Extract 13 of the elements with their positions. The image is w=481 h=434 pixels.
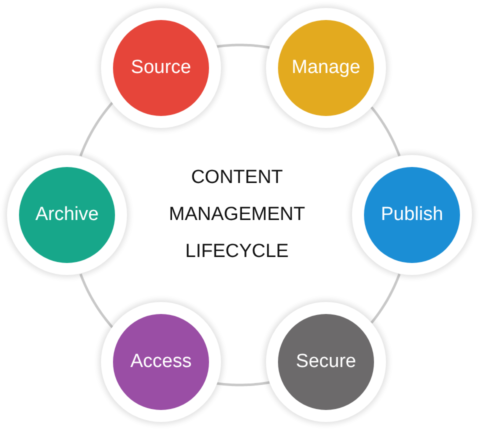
node-label: Publish: [380, 204, 444, 226]
node-label: Source: [130, 57, 192, 79]
node-label: Archive: [35, 204, 99, 226]
node-label: Access: [130, 351, 192, 373]
connector-arc: [370, 106, 401, 156]
connector-arc: [216, 381, 270, 386]
connector-arc: [79, 274, 114, 328]
connector-arc: [370, 274, 401, 324]
node-label: Manage: [292, 57, 360, 79]
node-label: Secure: [296, 351, 356, 373]
connector-arc: [79, 102, 114, 156]
diagram-title: CONTENT MANAGEMENT LIFECYCLE: [168, 166, 306, 264]
connector-arc: [216, 44, 270, 49]
